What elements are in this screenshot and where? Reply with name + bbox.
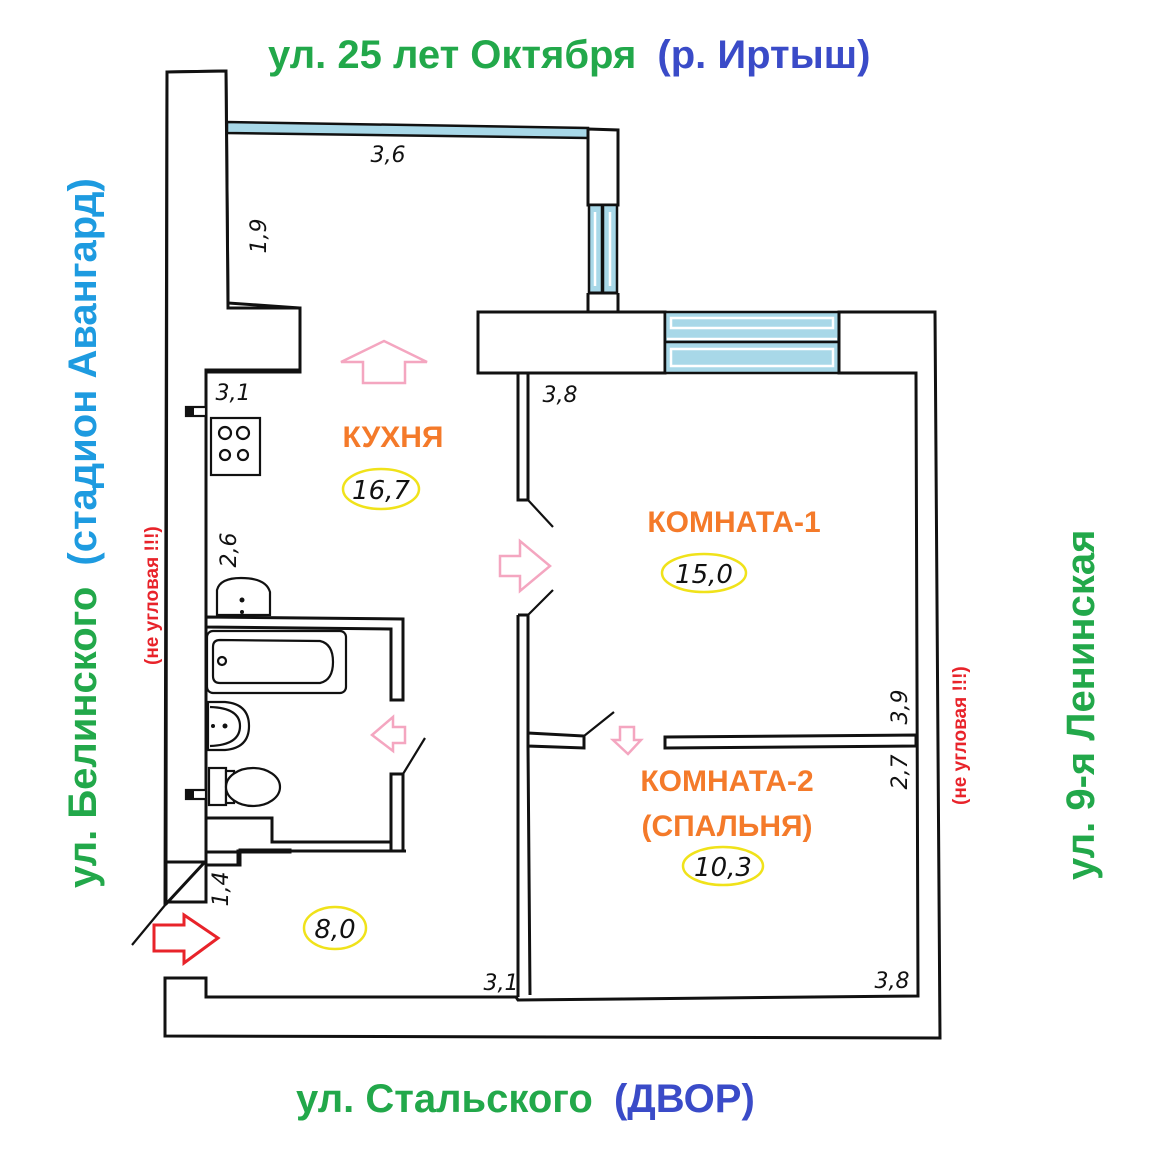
hall-area-oval bbox=[302, 905, 368, 951]
svg-text:ул. Белинского (стадион: ул. Белинского (стадион Авангард) bbox=[61, 178, 105, 888]
street-bottom-name: ул. Стальского bbox=[296, 1077, 593, 1121]
door-room2[interactable] bbox=[583, 711, 615, 737]
street-right-name: ул. 9-я Ленинская bbox=[1059, 530, 1103, 880]
kitchen-area-oval bbox=[341, 467, 421, 511]
room2-area-oval bbox=[681, 845, 765, 887]
note-left-text: (не угловая !!!) bbox=[142, 526, 163, 665]
dim-hall-width: 3,1 bbox=[484, 971, 519, 996]
dim-room2-width: 3,8 bbox=[875, 969, 910, 994]
kitchen-area: 16,7 bbox=[352, 476, 410, 506]
room2-area: 10,3 bbox=[694, 853, 752, 883]
arrow-down-icon bbox=[609, 725, 644, 756]
street-bottom-extra: (ДВОР) bbox=[614, 1077, 755, 1121]
wall-right-outer bbox=[163, 310, 942, 1040]
wall-left-column bbox=[164, 69, 302, 864]
balcony-window-top bbox=[225, 120, 590, 140]
street-top-name: ул. 25 лет Октября bbox=[268, 33, 636, 77]
dim-room1-width: 3,8 bbox=[543, 383, 578, 408]
street-right: ул. 9-я Ленинская bbox=[1059, 530, 1103, 880]
door-room1-lower[interactable] bbox=[527, 589, 554, 616]
dim-kitchen-side: 2,6 bbox=[217, 533, 242, 568]
entrance-door[interactable] bbox=[131, 903, 167, 946]
wall-bath-bottom bbox=[206, 816, 391, 844]
door-room1-upper[interactable] bbox=[527, 499, 554, 528]
note-left: (не угловая !!!) bbox=[142, 526, 163, 665]
room1-label: КОМНАТА-1 bbox=[647, 506, 820, 539]
washbasin-icon bbox=[206, 700, 251, 752]
street-top: ул. 25 лет Октября (р. Иртыш) bbox=[268, 33, 870, 77]
bathtub-icon bbox=[205, 629, 348, 695]
note-right: (не угловая !!!) bbox=[950, 666, 971, 805]
room1-area-oval bbox=[660, 552, 748, 594]
stove-icon bbox=[209, 416, 262, 477]
wall-partition-vertical-1 bbox=[516, 373, 530, 502]
kitchen-label: КУХНЯ bbox=[343, 421, 444, 454]
room2-sublabel: (СПАЛЬНЯ) bbox=[641, 810, 812, 843]
dim-room2-depth: 2,7 bbox=[888, 755, 913, 790]
street-bottom: ул. Стальского (ДВОР) bbox=[296, 1077, 755, 1121]
dim-kitchen-width: 3,1 bbox=[216, 381, 251, 406]
entrance-arrow-icon bbox=[152, 912, 221, 966]
room2-label: КОМНАТА-2 bbox=[640, 765, 813, 798]
street-left-name: ул. Белинского bbox=[61, 587, 105, 888]
arrow-left-icon bbox=[370, 714, 407, 754]
door-bathroom[interactable] bbox=[402, 737, 426, 775]
toilet-icon bbox=[207, 766, 282, 808]
street-left-extra: (стадион Авангард) bbox=[61, 178, 105, 566]
wall-room1-room2 bbox=[526, 731, 586, 750]
wall-bath-right bbox=[389, 772, 405, 853]
arrow-up-icon bbox=[340, 339, 428, 385]
dim-balcony-depth: 1,9 bbox=[247, 219, 272, 254]
wall-balcony-right bbox=[586, 127, 620, 207]
arrow-right-icon bbox=[498, 538, 552, 594]
street-top-extra: (р. Иртыш) bbox=[657, 33, 870, 77]
note-right-text: (не угловая !!!) bbox=[950, 666, 971, 805]
dim-hall-depth: 1,4 bbox=[209, 872, 234, 907]
wall-hall-step bbox=[164, 849, 406, 904]
dim-room1-depth: 3,9 bbox=[888, 690, 913, 725]
dim-balcony-width: 3,6 bbox=[371, 143, 406, 168]
kitchen-sink-icon bbox=[215, 576, 272, 617]
room1-window-lower bbox=[663, 340, 841, 375]
hall-area: 8,0 bbox=[314, 915, 355, 945]
street-left: ул. Белинского (стадион Авангард) bbox=[61, 178, 105, 888]
wall-bath-top bbox=[204, 615, 405, 702]
room1-area: 15,0 bbox=[675, 560, 733, 590]
wall-kitchen-room1-top bbox=[476, 310, 667, 375]
